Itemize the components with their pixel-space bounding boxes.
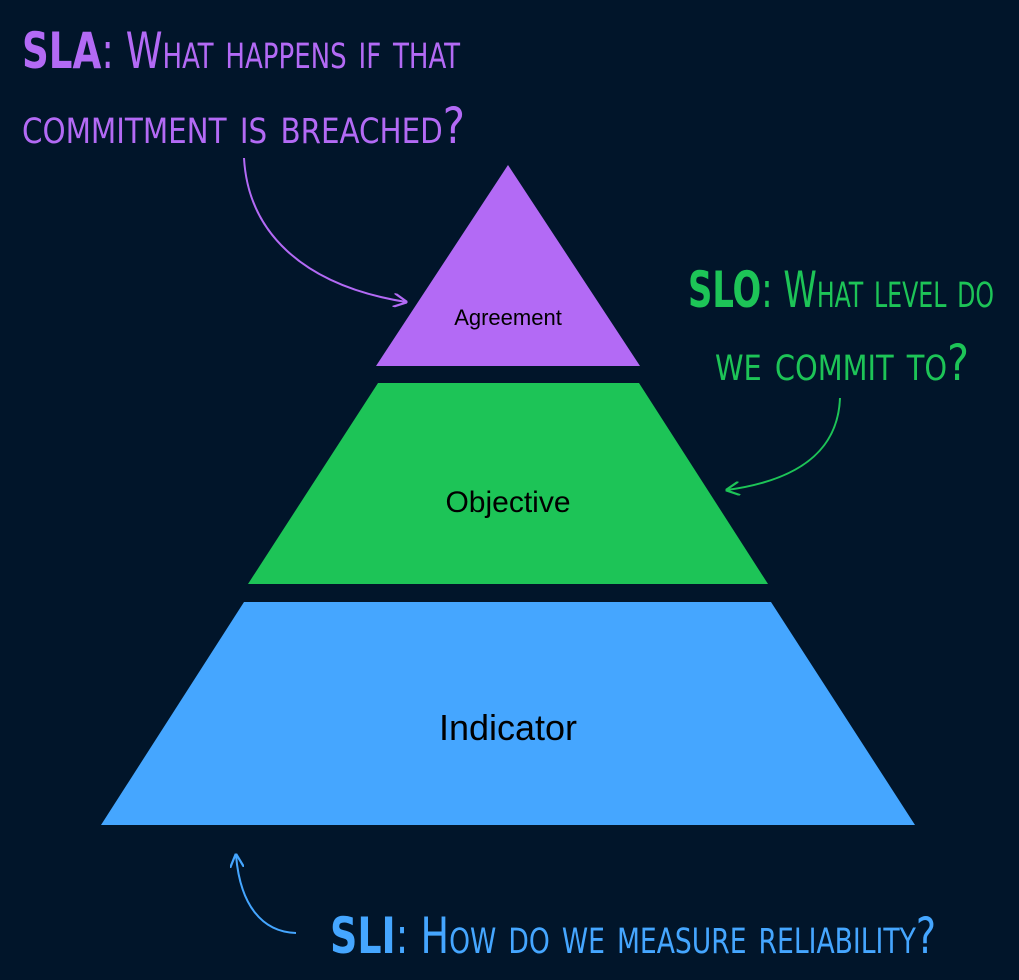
sla-arrow <box>243 157 406 302</box>
slo-separator: : <box>761 261 772 319</box>
agreement-label: Agreement <box>454 305 562 330</box>
sla-annotation: SLA: What happens if that commitment is … <box>22 22 465 155</box>
sli-line1: How do we measure reliability? <box>421 907 936 965</box>
svg-text:SLI: How do we measure: SLI: How do we measure reliability? <box>330 907 936 965</box>
sli-annotation: SLI: How do we measure reliability? <box>330 907 936 965</box>
slo-line1: What level do <box>783 261 994 319</box>
sli-arrow <box>236 855 297 934</box>
svg-text:SLO: What level do: SLO: What level do <box>688 261 994 319</box>
sla-line2: commitment is breached? <box>22 97 465 155</box>
sla-line1: What happens if that <box>126 22 461 80</box>
slo-line2: we commit to? <box>715 334 969 392</box>
slo-key: SLO <box>688 261 761 319</box>
svg-text:SLA: What happens if t: SLA: What happens if that <box>22 22 461 80</box>
sli-key: SLI <box>330 907 396 965</box>
objective-label: Objective <box>445 486 570 519</box>
sli-separator: : <box>396 907 409 965</box>
objective-tier <box>248 383 768 584</box>
sla-separator: : <box>101 22 114 80</box>
sla-key: SLA <box>22 22 101 80</box>
slo-annotation: SLO: What level do we commit to? <box>688 261 994 392</box>
indicator-tier <box>101 602 915 825</box>
indicator-label: Indicator <box>439 707 577 748</box>
slo-arrow <box>727 397 841 490</box>
agreement-tier <box>376 165 640 366</box>
